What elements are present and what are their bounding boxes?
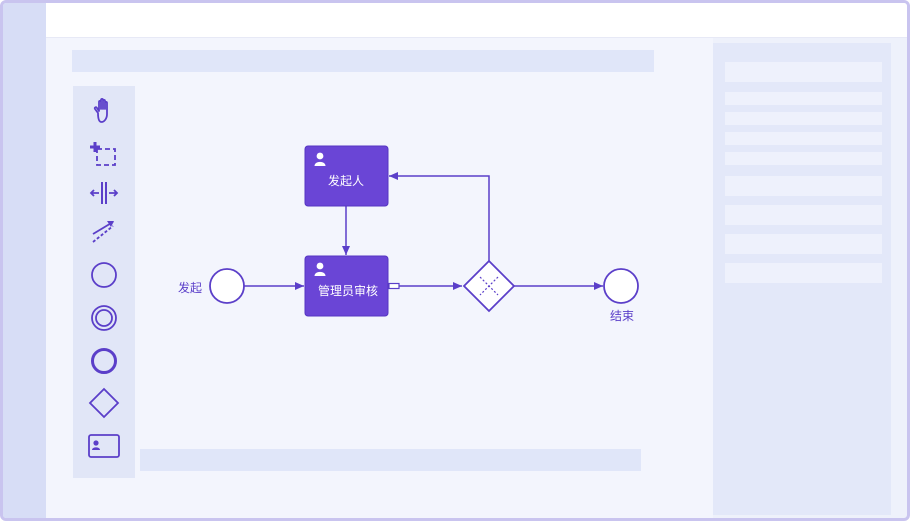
- lasso-tool-icon: [90, 142, 116, 166]
- connect-tool[interactable]: [87, 215, 121, 249]
- gateway-icon: [88, 387, 120, 419]
- user-icon: [314, 262, 326, 276]
- left-rail: [3, 3, 46, 518]
- lasso-tool[interactable]: [87, 137, 121, 171]
- end-event[interactable]: [603, 268, 639, 304]
- connect-tool-icon: [92, 221, 114, 243]
- task-admin-review[interactable]: 管理员审核: [304, 255, 389, 317]
- property-row: [725, 152, 882, 165]
- x-marker-icon: [479, 276, 499, 296]
- start-event-icon: [91, 262, 117, 288]
- toolbar-placeholder: [72, 50, 654, 72]
- end-event-tool[interactable]: [87, 344, 121, 378]
- property-row: [725, 62, 882, 82]
- start-event[interactable]: [209, 268, 245, 304]
- end-event-icon: [91, 348, 117, 374]
- property-row: [725, 132, 882, 145]
- exclusive-gateway[interactable]: [462, 259, 516, 313]
- property-row: [725, 234, 882, 254]
- tool-palette: [73, 86, 135, 478]
- property-row: [725, 263, 882, 283]
- user-task-icon: [88, 434, 120, 458]
- status-bar-placeholder: [140, 449, 641, 471]
- hand-tool-icon: [93, 97, 108, 123]
- space-tool[interactable]: [87, 176, 121, 210]
- property-row: [725, 112, 882, 125]
- property-row: [725, 92, 882, 105]
- start-event-tool[interactable]: [87, 258, 121, 292]
- space-tool-icon: [89, 182, 119, 204]
- user-icon: [314, 152, 326, 166]
- task-admin-review-label: 管理员审核: [318, 283, 378, 298]
- property-row: [725, 176, 882, 196]
- properties-panel: [713, 43, 891, 515]
- intermediate-event-tool[interactable]: [87, 301, 121, 335]
- intermediate-event-icon: [91, 305, 117, 331]
- property-row: [725, 205, 882, 225]
- top-bar: [46, 3, 907, 38]
- hand-tool[interactable]: [87, 94, 121, 128]
- user-task-tool[interactable]: [87, 429, 121, 463]
- task-initiator-label: 发起人: [328, 173, 364, 188]
- gateway-tool[interactable]: [87, 386, 121, 420]
- flow-gateway-to-initiator[interactable]: [389, 172, 490, 261]
- task-initiator[interactable]: 发起人: [304, 145, 389, 207]
